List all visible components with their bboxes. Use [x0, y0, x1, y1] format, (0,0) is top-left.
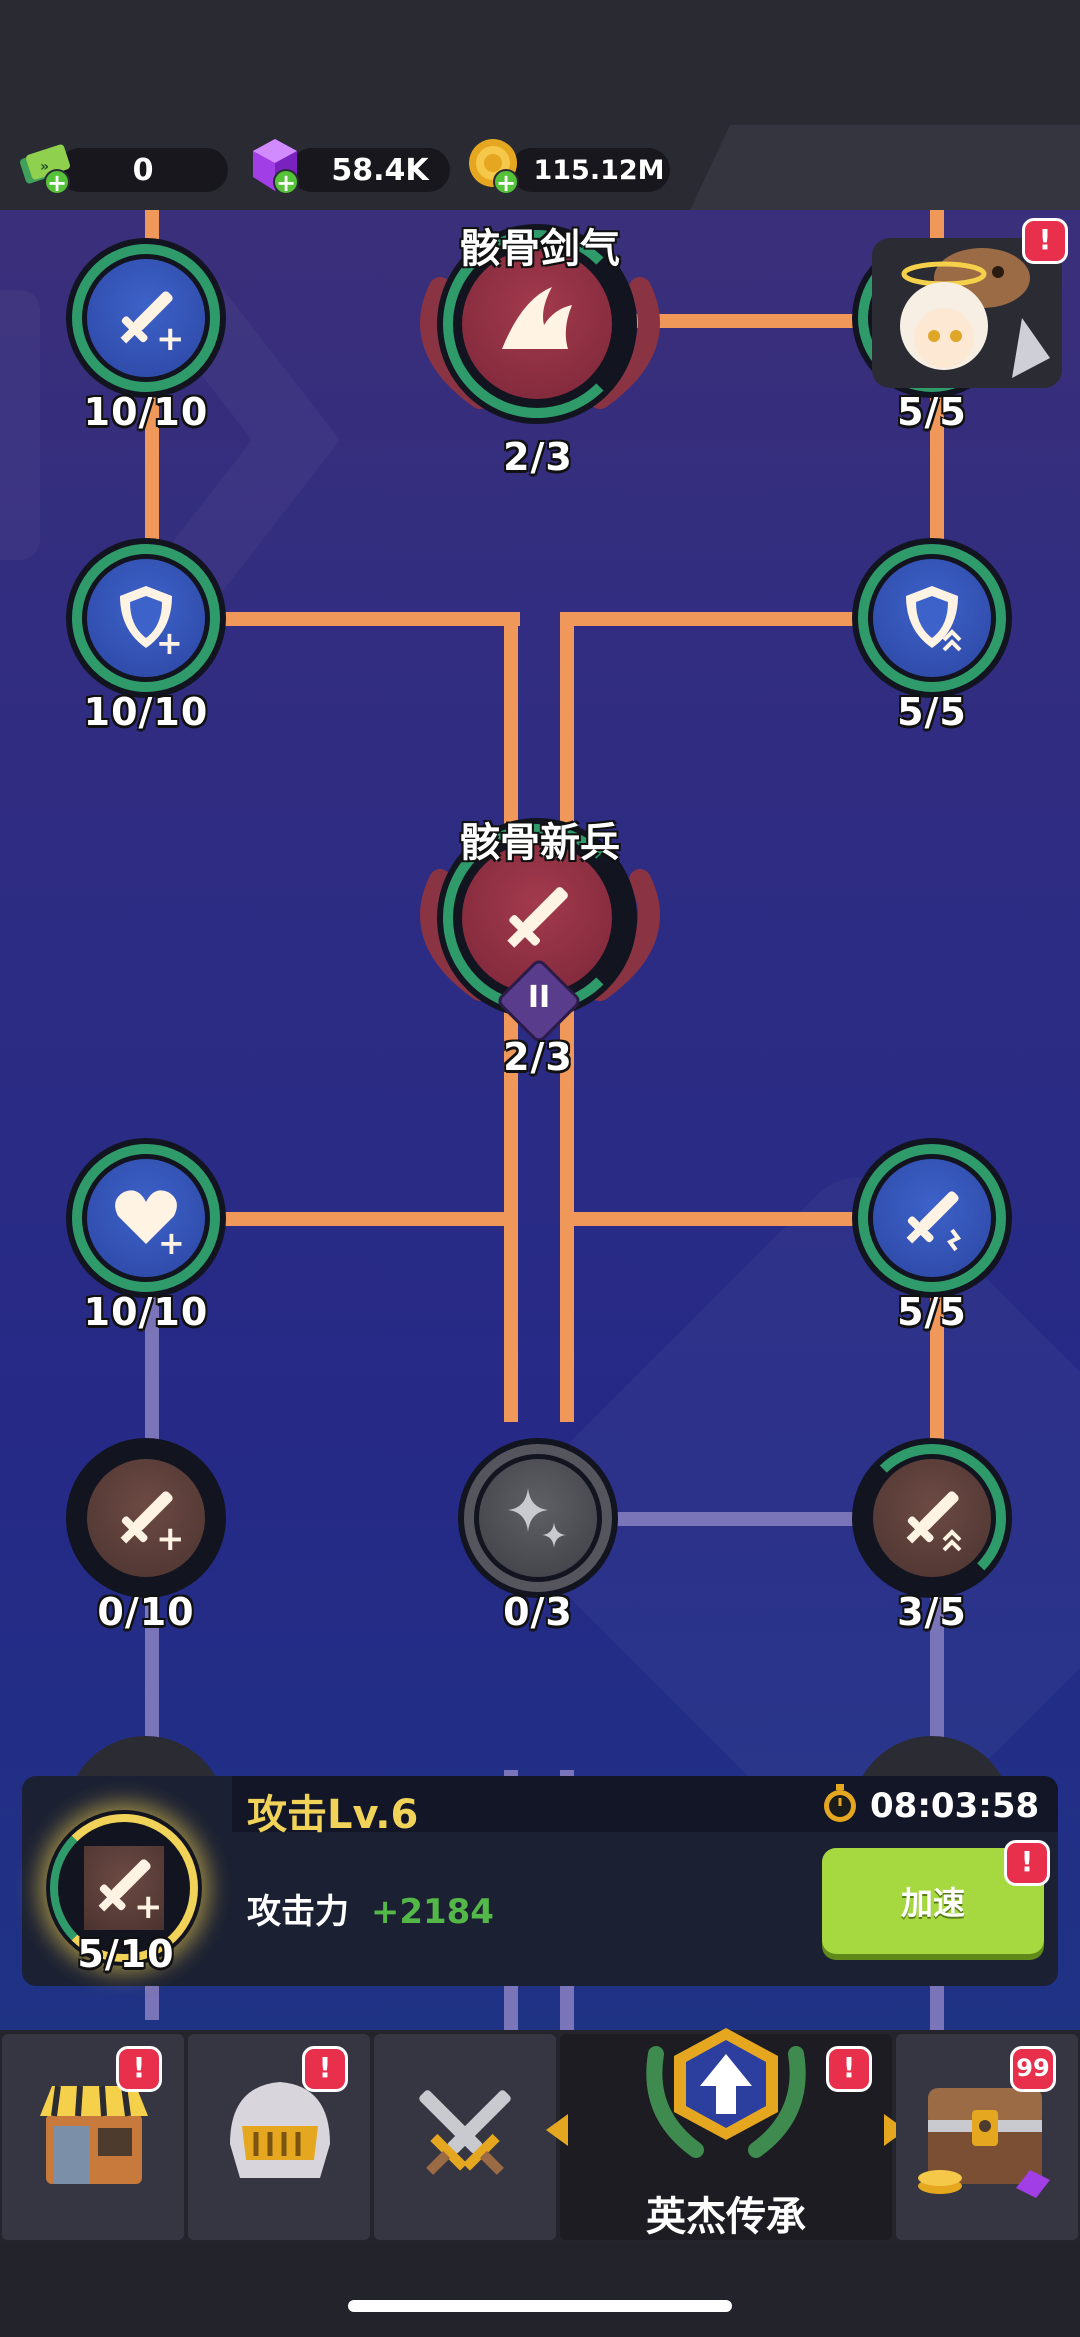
status-bar: [0, 0, 1080, 125]
node-count: 5/5: [897, 690, 967, 734]
crossed-swords-icon: [400, 2076, 530, 2200]
node-count: 0/3: [503, 1590, 573, 1634]
talent-node-defense-up[interactable]: [852, 538, 1012, 698]
home-indicator[interactable]: [348, 2300, 732, 2312]
tab-legacy[interactable]: 英杰传承 !: [546, 2028, 906, 2240]
talent-node-attack-plus-top[interactable]: +: [66, 238, 226, 398]
helmet-icon: [216, 2070, 344, 2198]
node-count: 10/10: [83, 1290, 209, 1334]
special-node-name: 骸骨新兵: [460, 820, 620, 866]
gem-count: 58.4K: [290, 148, 450, 192]
stat-label: 攻击力: [247, 1892, 349, 1932]
chevron-left-icon: [546, 2114, 568, 2146]
talent-node-attack-up[interactable]: [852, 1438, 1012, 1598]
legacy-alert-badge: !: [826, 2046, 872, 2092]
special-node-count: 2/3: [503, 1035, 573, 1079]
special-node-count: 2/3: [503, 435, 573, 479]
gold-coin-icon[interactable]: +: [465, 135, 525, 199]
stopwatch-icon: [820, 1784, 860, 1824]
talent-node-attack-plus-low[interactable]: +: [66, 1438, 226, 1598]
svg-text:»: »: [40, 159, 49, 175]
talent-node-health-plus[interactable]: +: [66, 1138, 226, 1298]
bottom-tab-bar: ! !: [0, 2028, 1080, 2242]
currency-bar: » + 0 + 58.4K + 115.12M: [0, 125, 1080, 210]
talent-tree-board: [0, 210, 1080, 2030]
hero-alert-badge: !: [1022, 218, 1068, 264]
chest-count-badge: 99: [1010, 2046, 1056, 2092]
tab-legacy-label: 英杰传承: [646, 2194, 806, 2240]
treasure-chest-icon: [910, 2074, 1060, 2208]
talent-node-sparkle[interactable]: [458, 1438, 618, 1598]
tier-label: II: [527, 980, 551, 1015]
talent-node-defense-plus[interactable]: +: [66, 538, 226, 698]
upgrade-timer: 08:03:58: [870, 1786, 1040, 1826]
tab-battle[interactable]: [374, 2034, 556, 2240]
speedup-alert-badge: !: [1004, 1840, 1050, 1886]
gem-icon[interactable]: +: [245, 135, 305, 199]
node-count: 10/10: [83, 690, 209, 734]
shop-alert-badge: !: [116, 2046, 162, 2092]
node-count: 5/5: [897, 1290, 967, 1334]
tab-equipment[interactable]: !: [188, 2034, 370, 2240]
stat-value: +2184: [370, 1892, 494, 1932]
node-count: 3/5: [897, 1590, 967, 1634]
upgrade-progress: 5/10: [77, 1932, 175, 1976]
talent-node-skeleton-slash[interactable]: [437, 224, 637, 424]
ticket-count: 0: [58, 148, 228, 192]
equipment-alert-badge: !: [302, 2046, 348, 2092]
shop-icon: [32, 2070, 156, 2198]
gold-count: 115.12M: [510, 148, 670, 192]
tab-chest[interactable]: 99: [896, 2034, 1078, 2240]
special-node-name: 骸骨剑气: [460, 226, 620, 272]
ticket-icon[interactable]: » +: [18, 135, 78, 199]
current-upgrade-node[interactable]: +: [46, 1810, 202, 1966]
node-count: 0/10: [97, 1590, 195, 1634]
upgrade-title: 攻击Lv.6: [247, 1792, 419, 1838]
tab-shop[interactable]: !: [2, 2034, 184, 2240]
angel-hero-icon[interactable]: !: [872, 218, 1068, 388]
speedup-label: 加速: [900, 1884, 965, 1922]
talent-node-sword-crit[interactable]: [852, 1138, 1012, 1298]
node-count: 5/5: [897, 390, 967, 434]
upgrade-arrow-icon: [636, 2014, 816, 2168]
node-count: 10/10: [83, 390, 209, 434]
